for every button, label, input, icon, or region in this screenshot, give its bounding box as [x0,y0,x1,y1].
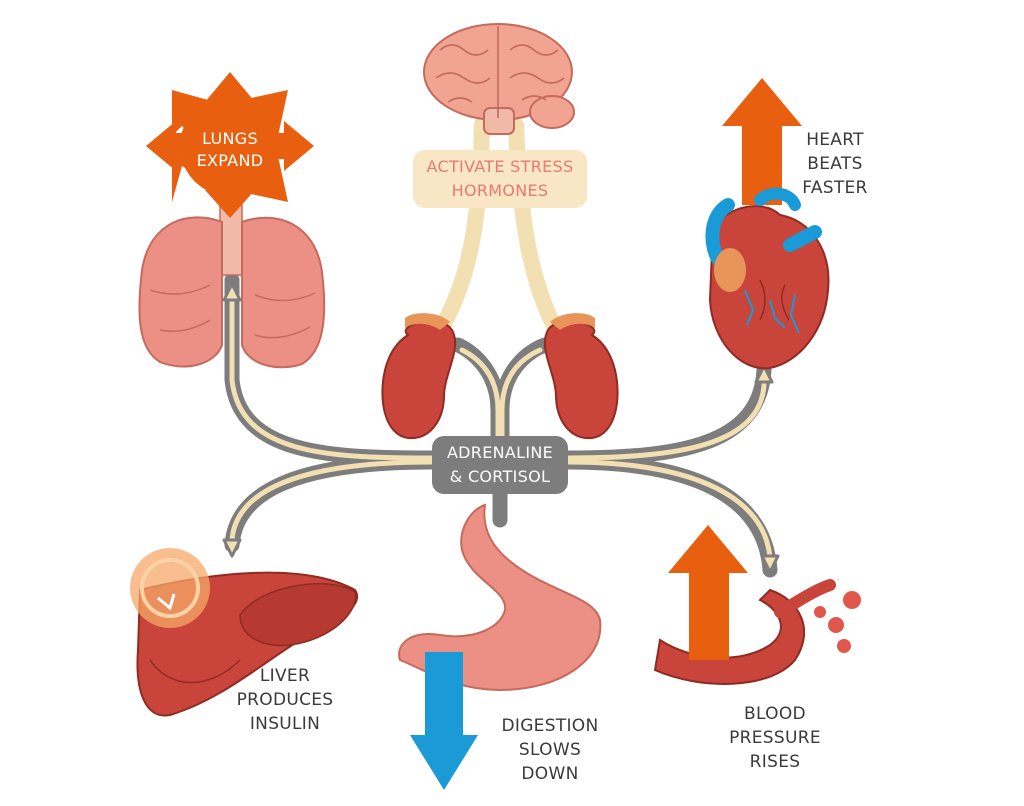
center-label-box [432,436,568,494]
digestion-label-line1: DIGESTION [501,716,599,736]
hormone-label-box [413,150,587,208]
digestion-label: DIGESTION SLOWS DOWN [490,714,610,786]
blood-pressure-label-line3: RISES [749,752,801,772]
center-label-line1: ADRENALINE [446,443,554,462]
lungs-label-line1: LUNGS [202,129,258,148]
hormone-label: ACTIVATE STRESS HORMONES [413,155,587,203]
blood-vessel-illustration [653,525,861,685]
center-label: ADRENALINE & CORTISOL [432,441,568,489]
kidneys-illustration [381,313,619,440]
heart-illustration [705,78,830,370]
liver-label-line3: INSULIN [249,714,321,734]
blood-pressure-label-line2: PRESSURE [729,728,821,748]
pathway-network [222,272,780,578]
heart-label-line3: FASTER [802,178,868,198]
heart-label-line2: BEATS [807,154,863,174]
hormone-label-line2: HORMONES [451,181,549,200]
liver-illustration [130,548,358,717]
blood-pressure-up-arrow [668,525,748,660]
lungs-label-line2: EXPAND [196,151,264,170]
digestion-label-line3: DOWN [521,764,579,784]
heart-label: HEART BEATS FASTER [790,128,880,200]
liver-label-line1: LIVER [259,666,311,686]
hormone-label-line1: ACTIVATE STRESS [426,157,574,176]
center-label-line2: & CORTISOL [449,467,551,486]
stomach-illustration [398,503,602,790]
heart-label-line1: HEART [806,130,864,150]
brain-illustration [423,23,575,135]
digestion-down-arrow [410,652,478,790]
heart-up-arrow [722,78,802,205]
lungs-label: LUNGS EXPAND [180,128,280,172]
liver-label: LIVER PRODUCES INSULIN [225,664,345,736]
blood-pressure-label: BLOOD PRESSURE RISES [710,702,840,774]
liver-label-line2: PRODUCES [236,690,334,710]
blood-pressure-label-line1: BLOOD [744,704,806,724]
lungs-expand-arrows [146,72,314,218]
lungs-illustration [138,204,326,369]
digestion-label-line2: SLOWS [518,740,582,760]
